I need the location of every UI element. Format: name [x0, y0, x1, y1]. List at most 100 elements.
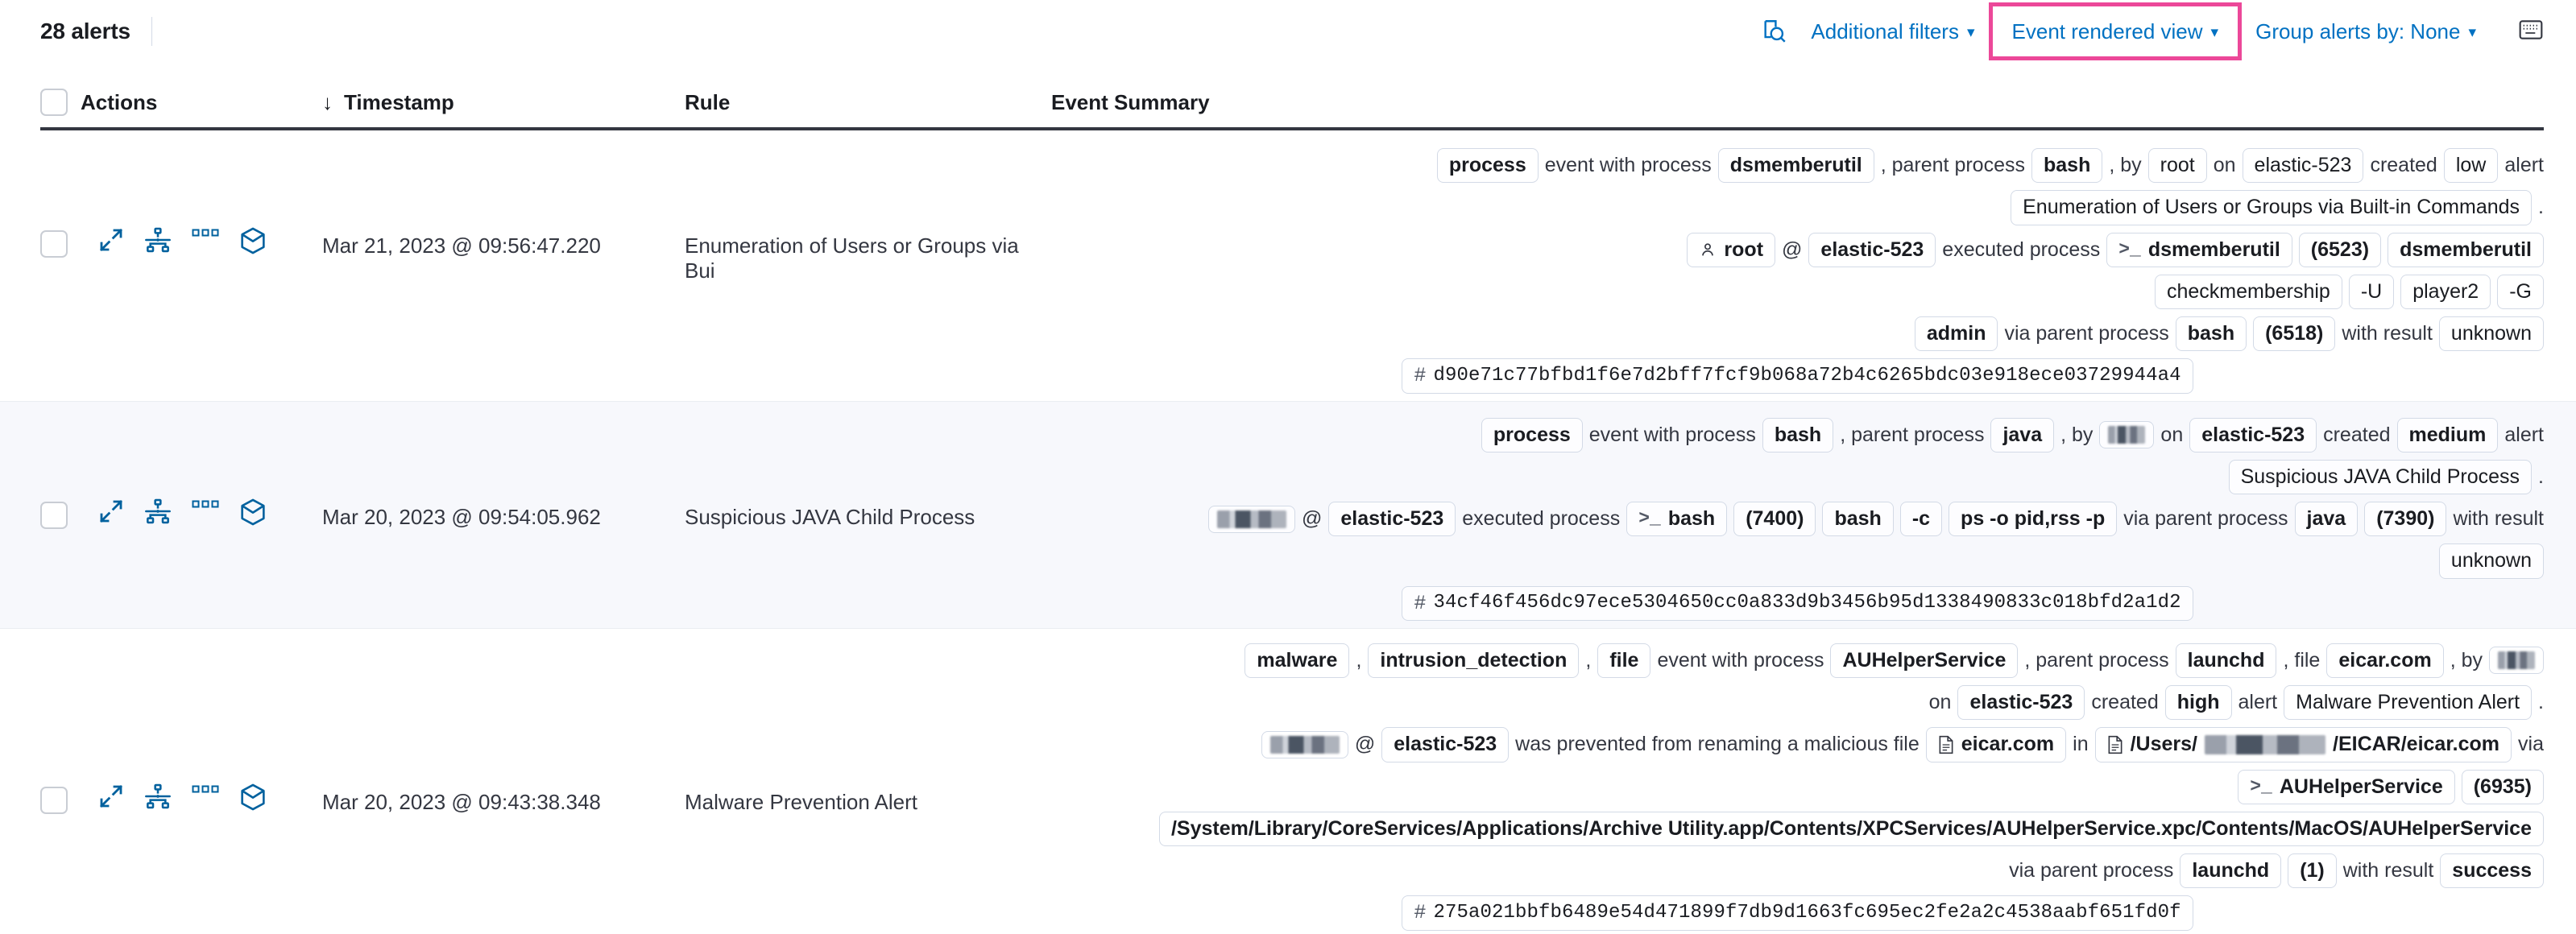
event-hash-chip[interactable]: #34cf46f456dc97ece5304650cc0a833d9b3456b…	[1402, 585, 2193, 621]
summary-chip[interactable]: root	[2147, 148, 2207, 184]
summary-chip[interactable]: Malware Prevention Alert	[2284, 685, 2533, 721]
expand-icon[interactable]	[98, 227, 124, 253]
keyboard-icon[interactable]	[2518, 18, 2544, 46]
summary-chip[interactable]: elastic-523	[2189, 417, 2317, 453]
summary-chip[interactable]: launchd	[2180, 853, 2282, 889]
summary-chip[interactable]: checkmembership	[2154, 274, 2342, 309]
expand-icon[interactable]	[98, 498, 124, 524]
event-hash-chip[interactable]: #275a021bbfb6489e54d471899f7db9d1663fc69…	[1402, 895, 2193, 931]
summary-text: event with process	[1657, 648, 1824, 672]
summary-chip[interactable]: -U	[2348, 274, 2395, 309]
summary-chip[interactable]: /System/Library/CoreServices/Application…	[1158, 811, 2544, 846]
more-actions-icon[interactable]	[192, 783, 219, 795]
redacted-value	[2498, 651, 2535, 670]
summary-chip[interactable]: intrusion_detection	[1368, 643, 1580, 678]
expand-icon[interactable]	[98, 783, 124, 809]
summary-chip[interactable]: /Users//EICAR/eicar.com	[2094, 727, 2512, 762]
summary-text: executed process	[1462, 507, 1621, 531]
summary-chip[interactable]: eicar.com	[1925, 727, 2067, 762]
summary-chip[interactable]: eicar.com	[2326, 643, 2444, 678]
summary-chip[interactable]: -G	[2497, 274, 2544, 309]
summary-text: , parent process	[1880, 154, 2025, 177]
summary-chip[interactable]: Enumeration of Users or Groups via Built…	[2011, 190, 2533, 225]
summary-chip[interactable]: >_bash	[1626, 502, 1728, 537]
event-rendered-view-button[interactable]: Event rendered view ▾	[2007, 12, 2224, 51]
group-alerts-by-button[interactable]: Group alerts by: None ▾	[2238, 12, 2494, 51]
summary-chip[interactable]: root	[1687, 232, 1776, 267]
chip-label: java	[2002, 423, 2043, 446]
row-checkbox[interactable]	[40, 786, 68, 814]
more-actions-icon[interactable]	[192, 498, 219, 510]
summary-chip[interactable]: low	[2443, 148, 2499, 184]
user-icon	[1699, 241, 1717, 258]
header-timestamp-cell[interactable]: ↓ Timestamp	[322, 90, 685, 115]
summary-chip[interactable]: -c	[1899, 502, 1943, 537]
summary-chip[interactable]: process	[1481, 417, 1583, 453]
summary-chip[interactable]: (7390)	[2364, 502, 2447, 537]
summary-chip[interactable]: bash	[2175, 316, 2247, 352]
session-view-icon[interactable]	[240, 783, 266, 811]
summary-chip[interactable]: process	[1436, 148, 1539, 184]
summary-chip[interactable]: elastic-523	[1328, 502, 1456, 537]
additional-filters-button[interactable]: Additional filters ▾	[1793, 12, 1992, 51]
header-actions: Actions	[81, 89, 158, 114]
summary-hash-line: #275a021bbfb6489e54d471899f7db9d1663fc69…	[1051, 895, 2544, 931]
summary-chip[interactable]: Suspicious JAVA Child Process	[2228, 459, 2533, 494]
summary-chip[interactable]: ps -o pid,rss -p	[1949, 502, 2118, 537]
chip-label: eicar.com	[2338, 648, 2432, 672]
summary-chip[interactable]: (7400)	[1733, 502, 1816, 537]
analyze-event-icon[interactable]	[145, 498, 171, 524]
summary-chip[interactable]: elastic-523	[1808, 232, 1936, 267]
summary-chip[interactable]: (1)	[2288, 853, 2337, 889]
chip-label: (1)	[2300, 859, 2325, 882]
summary-chip[interactable]: dsmemberutil	[1717, 148, 1874, 184]
summary-chip[interactable]: player2	[2400, 274, 2491, 309]
summary-chip[interactable]: bash	[2031, 148, 2103, 184]
event-hash-chip[interactable]: #d90e71c77bfbd1f6e7d2bff7fcf9b068a72b4c6…	[1402, 358, 2193, 394]
more-actions-icon[interactable]	[192, 227, 219, 238]
summary-chip[interactable]: >_dsmemberutil	[2106, 232, 2292, 267]
summary-chip[interactable]: file	[1597, 643, 1651, 678]
inspect-magnifier-icon[interactable]	[1756, 13, 1793, 50]
summary-text: .	[2538, 691, 2544, 714]
summary-chip[interactable]: dsmemberutil	[2388, 232, 2544, 267]
session-view-icon[interactable]	[240, 498, 266, 526]
row-select-cell	[40, 629, 81, 934]
summary-chip[interactable]: elastic-523	[1957, 685, 2085, 721]
summary-chip[interactable]: java	[2294, 502, 2359, 537]
summary-chip[interactable]	[1261, 730, 1348, 758]
summary-chip[interactable]: bash	[1822, 502, 1894, 537]
summary-chip[interactable]	[2489, 647, 2544, 675]
summary-chip[interactable]: admin	[1914, 316, 1998, 352]
row-checkbox[interactable]	[40, 230, 68, 258]
summary-chip[interactable]: elastic-523	[2242, 148, 2364, 184]
summary-chip[interactable]	[1208, 505, 1295, 533]
summary-chip[interactable]: bash	[1762, 417, 1834, 453]
summary-chip[interactable]: success	[2440, 853, 2544, 889]
summary-chip[interactable]: unknown	[2438, 316, 2544, 352]
summary-chip[interactable]: elastic-523	[1381, 727, 1510, 762]
summary-chip[interactable]: malware	[1245, 643, 1350, 678]
summary-chip[interactable]: (6518)	[2253, 316, 2336, 352]
summary-chip[interactable]: java	[1990, 417, 2055, 453]
summary-chip[interactable]: medium	[2396, 417, 2499, 453]
summary-chip[interactable]: launchd	[2175, 643, 2277, 678]
summary-chip[interactable]: (6523)	[2298, 232, 2382, 267]
summary-chip[interactable]: >_AUHelperService	[2238, 769, 2455, 804]
summary-chip[interactable]: AUHelperService	[1830, 643, 2019, 678]
analyze-event-icon[interactable]	[145, 783, 171, 809]
analyze-event-icon[interactable]	[145, 227, 171, 253]
summary-chip[interactable]: unknown	[2438, 543, 2544, 579]
summary-chip[interactable]: (6935)	[2461, 769, 2544, 804]
select-all-checkbox[interactable]	[40, 89, 68, 116]
row-checkbox[interactable]	[40, 501, 68, 529]
summary-chip[interactable]: high	[2164, 685, 2232, 721]
session-view-icon[interactable]	[240, 227, 266, 254]
summary-chip[interactable]	[2099, 421, 2155, 449]
